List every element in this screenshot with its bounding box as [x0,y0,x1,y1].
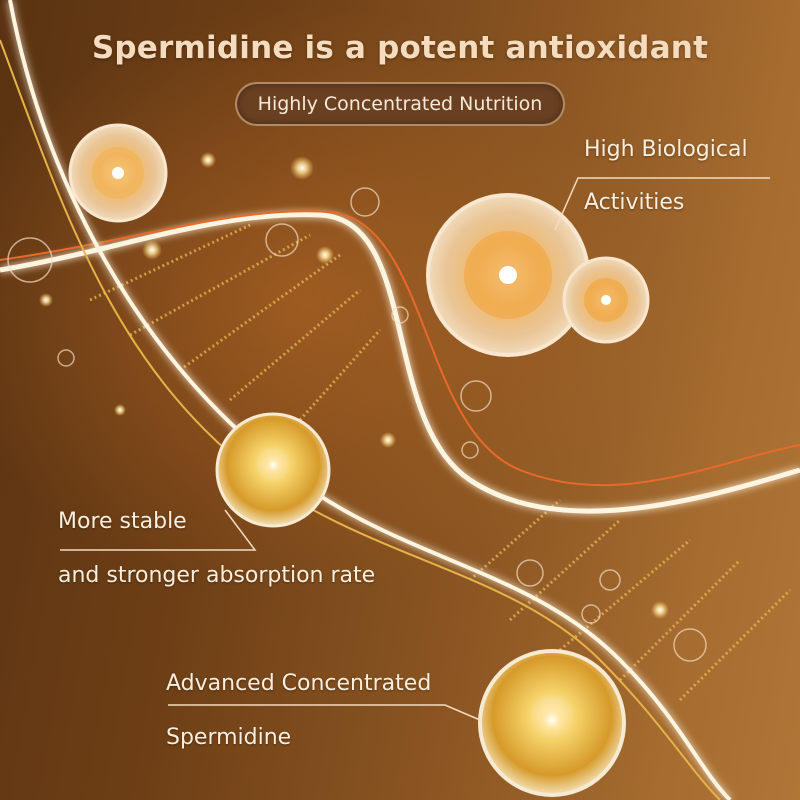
cell-top-left [68,123,168,223]
page-title: Spermidine is a potent antioxidant [91,30,709,66]
dna-strand-secondary [8,0,732,800]
feature-biological-line1: High Biological [584,137,748,162]
feature-advanced-line1: Advanced Concentrated [166,671,432,696]
dna-strand-main [0,212,800,514]
feature-advanced-line2: Spermidine [166,725,292,750]
feature-stable-line2: and stronger absorption rate [58,563,376,588]
sparkles [39,152,669,619]
dna-strand-gold [0,39,721,800]
dna-strand-orange [0,210,800,487]
sphere-bottom [478,649,626,797]
feature-biological-line2: Activities [584,190,685,215]
helix-rungs [89,223,792,702]
cell-large [426,193,590,357]
feature-stable-line1: More stable [58,509,187,534]
callout-lines [60,177,770,721]
bubbles [7,187,707,662]
sphere-middle [215,412,331,528]
cell-small-right [562,256,650,344]
subtitle-pill: Highly Concentrated Nutrition [235,82,565,126]
